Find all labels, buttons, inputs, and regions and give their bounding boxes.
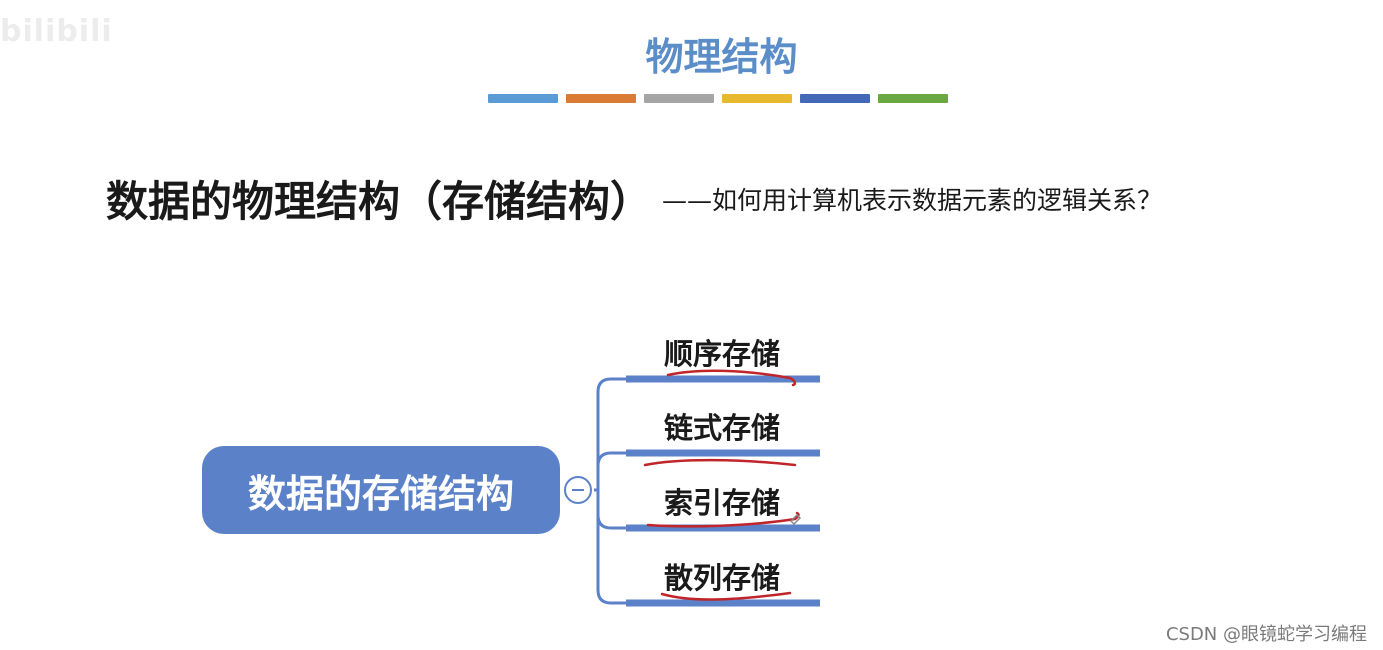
handwritten-underline-1 xyxy=(666,369,797,387)
bilibili-watermark: bilibili xyxy=(0,14,113,49)
color-bar-5 xyxy=(800,94,870,103)
handwritten-underline-3 xyxy=(646,511,800,528)
heading-question-text: ——如何用计算机表示数据元素的逻辑关系？ xyxy=(662,185,1163,215)
cursor-pencil-icon xyxy=(789,513,802,526)
credit-watermark: CSDN @眼镜蛇学习编程 xyxy=(1165,624,1367,645)
color-bar-2 xyxy=(566,94,636,103)
main-heading: 数据的物理结构（存储结构） ——如何用计算机表示数据元素的逻辑关系？ xyxy=(106,168,1162,229)
color-bar-3 xyxy=(644,94,714,103)
handwritten-underline-4 xyxy=(660,591,792,601)
mindmap-center-node[interactable]: 数据的存储结构 xyxy=(202,446,560,534)
branch-label-index-storage[interactable]: 索引存储 xyxy=(663,486,780,520)
color-bar-1 xyxy=(488,94,558,103)
branch-connector xyxy=(594,377,626,605)
heading-main-text: 数据的物理结构（存储结构） xyxy=(106,177,653,226)
color-bar-6 xyxy=(878,94,948,103)
branch-label-hash-storage[interactable]: 散列存储 xyxy=(663,561,780,595)
handwritten-underline-2 xyxy=(643,458,797,467)
color-bar-4 xyxy=(722,94,792,103)
branch-label-linked-storage[interactable]: 链式存储 xyxy=(663,411,780,445)
collapse-toggle-icon[interactable] xyxy=(564,476,592,504)
branch-label-sequential-storage[interactable]: 顺序存储 xyxy=(663,337,780,371)
slide-title: 物理结构 xyxy=(645,35,798,79)
